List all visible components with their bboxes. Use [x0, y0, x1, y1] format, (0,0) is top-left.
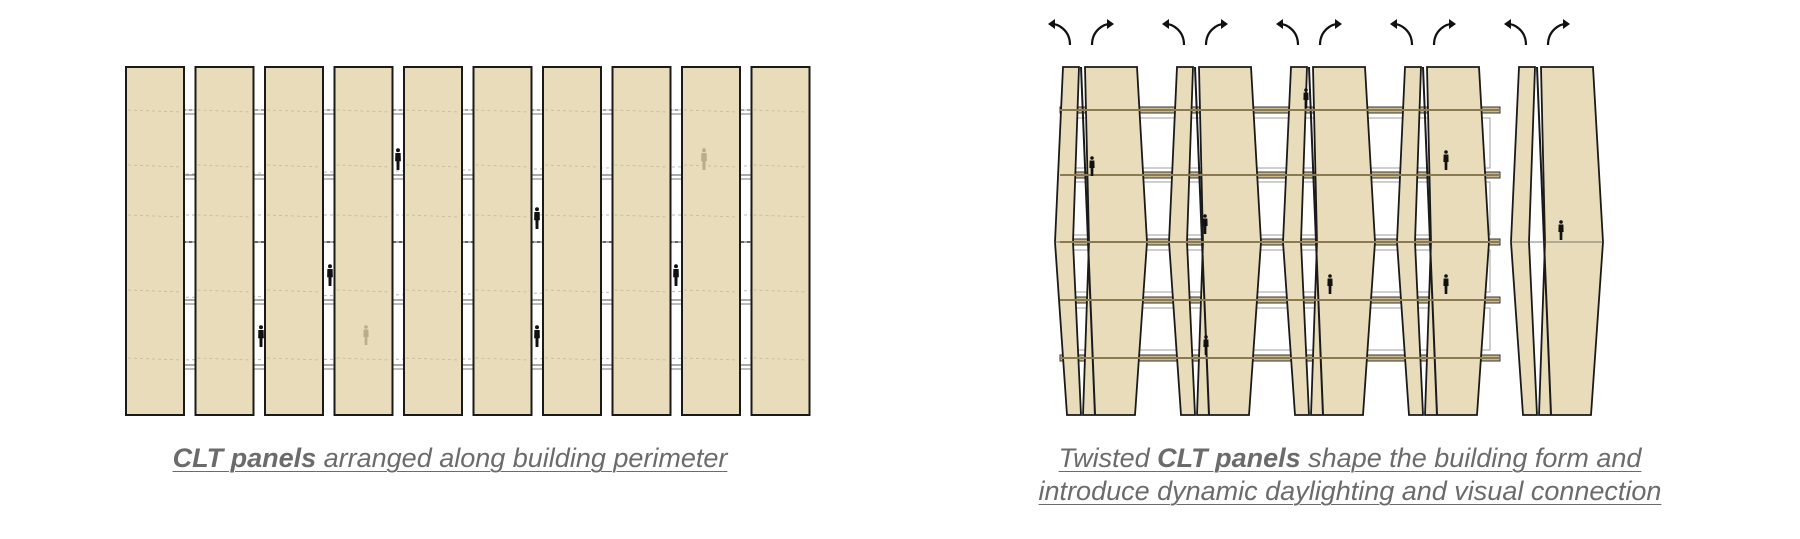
person-figure	[534, 325, 540, 347]
ghost-person-figure	[701, 148, 707, 170]
twisted-panels-elevation	[1048, 19, 1604, 416]
person-figure	[1443, 150, 1449, 170]
slab-edges	[1060, 109, 1500, 359]
person-figure	[1203, 335, 1209, 355]
person-figure	[1202, 214, 1208, 234]
person-figure	[327, 264, 333, 286]
clt-panel	[264, 66, 324, 416]
person-figure	[258, 325, 264, 347]
clt-panel	[611, 66, 672, 416]
person-figure	[1558, 220, 1564, 240]
panel-bay	[1510, 66, 1604, 416]
twisted-panels-diagram: Twisted CLT panels shape the building fo…	[900, 0, 1800, 539]
person-figure	[1327, 274, 1333, 294]
right-caption-line2: introduce dynamic daylighting and visual…	[1038, 476, 1662, 506]
right-caption-pre: Twisted	[1058, 443, 1158, 473]
person-figure	[1089, 156, 1095, 176]
person-figure	[534, 207, 540, 229]
clt-panel	[194, 66, 255, 416]
flat-panels-elevation	[125, 66, 811, 416]
person-figure	[395, 148, 401, 170]
left-caption-rest: arranged along building perimeter	[316, 443, 728, 473]
clt-panel	[750, 66, 811, 416]
twisted-panel-edge	[1510, 66, 1538, 416]
right-caption: Twisted CLT panels shape the building fo…	[900, 442, 1800, 508]
left-caption: CLT panels arranged along building perim…	[0, 442, 900, 475]
left-caption-bold: CLT panels	[172, 443, 317, 473]
clt-panel	[333, 66, 394, 416]
right-caption-bold: CLT panels	[1157, 443, 1301, 473]
clt-panel	[542, 66, 602, 416]
clt-panel	[125, 66, 185, 416]
clt-panels	[125, 66, 811, 416]
flat-panels-diagram: CLT panels arranged along building perim…	[0, 66, 900, 475]
person-figure	[1443, 274, 1449, 294]
clt-panel	[681, 66, 741, 416]
ghost-person-figure	[363, 325, 369, 345]
people	[1089, 88, 1564, 355]
rotate-arrows-icon	[1048, 19, 1570, 46]
person-figure	[673, 264, 679, 286]
right-caption-line1: Twisted CLT panels shape the building fo…	[900, 442, 1800, 475]
clt-panel	[472, 66, 533, 416]
people	[258, 148, 707, 347]
right-caption-post: shape the building form and	[1300, 443, 1642, 473]
person-figure	[1303, 88, 1309, 108]
clt-panel	[403, 66, 463, 416]
